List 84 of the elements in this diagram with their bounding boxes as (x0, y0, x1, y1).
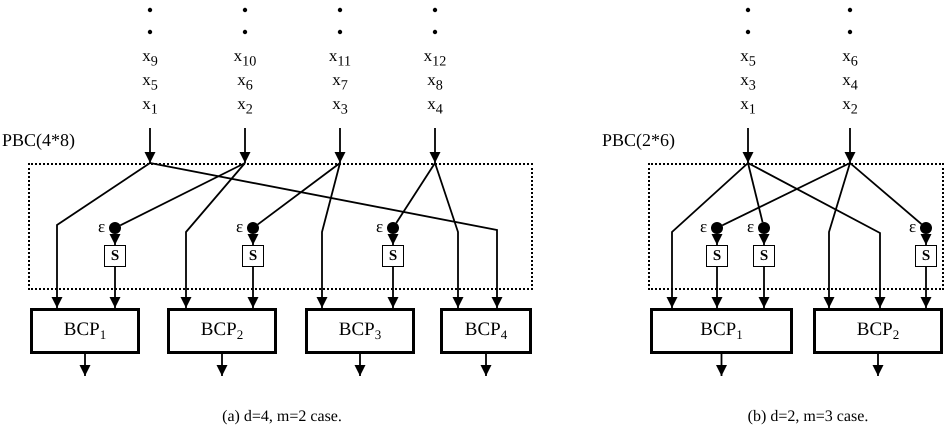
arrow (144, 128, 156, 163)
arrow (316, 162, 341, 308)
connector-line (396, 162, 436, 224)
signal-label: x$_{2}$ (236, 94, 254, 120)
arrow (872, 354, 884, 376)
processing-block: BCP$_{4}$ (440, 308, 532, 354)
s-block: S (104, 245, 126, 267)
arrow (52, 162, 150, 308)
signal-label: x$_{2}$ (841, 94, 859, 120)
arrow (110, 234, 120, 245)
connector-line (722, 162, 850, 226)
s-block: S (915, 245, 937, 267)
signal-label: x$_{1}$ (739, 94, 757, 120)
arrow (216, 354, 228, 376)
connector-line (257, 162, 341, 226)
signal-label: x$_{9}$ (141, 46, 159, 72)
processing-block: BCP$_{3}$ (305, 308, 415, 354)
arrow (80, 354, 90, 376)
arrow (248, 234, 258, 245)
junction-dot (247, 222, 259, 234)
epsilon-label: ε (98, 219, 106, 235)
signal-label: x$_{4}$ (841, 70, 859, 96)
epsilon-label: ε (376, 219, 384, 235)
signal-label: x$_{10}$ (232, 46, 258, 72)
arrow (248, 267, 258, 308)
s-block: S (753, 245, 775, 267)
signal-label: x$_{3}$ (739, 70, 757, 96)
arrow (920, 267, 932, 308)
s-block: S (242, 245, 264, 267)
arrow (240, 128, 250, 163)
block-heading: PBC(2*6) (602, 129, 676, 151)
arrow (920, 234, 932, 245)
signal-label: x$_{8}$ (426, 70, 444, 96)
signal-label: x$_{7}$ (331, 70, 349, 96)
arrow (334, 128, 346, 163)
arrow (748, 162, 886, 308)
junction-dot (920, 222, 932, 234)
junction-dot (387, 222, 399, 234)
junction-dot (109, 222, 121, 234)
arrow (666, 162, 749, 308)
arrow (824, 162, 851, 308)
arrow (742, 128, 754, 163)
arrow (758, 267, 770, 308)
arrow (180, 162, 246, 308)
signal-label: x$_{4}$ (426, 94, 444, 120)
processing-block: BCP$_{1}$ (650, 308, 793, 354)
epsilon-label: ε (747, 219, 754, 235)
signal-label: x$_{11}$ (328, 46, 352, 72)
caption: (a) d=4, m=2 case. (222, 408, 342, 426)
connector-line (120, 162, 246, 226)
arrow (430, 128, 440, 163)
arrow (480, 354, 492, 376)
arrow (758, 234, 770, 245)
arrow (354, 354, 366, 376)
arrow (388, 267, 398, 308)
arrow (388, 234, 398, 245)
junction-dot (758, 222, 770, 234)
arrow (150, 162, 502, 308)
signal-label: x$_{6}$ (236, 70, 254, 96)
arrow (434, 162, 464, 308)
processing-block: BCP$_{1}$ (30, 308, 140, 354)
epsilon-label: ε (909, 219, 916, 235)
connector-line (747, 162, 764, 222)
signal-label: x$_{5}$ (141, 70, 159, 96)
block-heading: PBC(4*8) (2, 129, 76, 151)
processing-block: BCP$_{2}$ (167, 308, 277, 354)
connector-line (849, 162, 922, 225)
arrow (110, 267, 120, 308)
processing-block: BCP$_{2}$ (813, 308, 943, 354)
epsilon-label: ε (236, 219, 244, 235)
signal-label: x$_{12}$ (422, 46, 448, 72)
signal-label: x$_{6}$ (841, 46, 859, 72)
junction-dot (711, 222, 723, 234)
signal-label: x$_{3}$ (331, 94, 349, 120)
caption: (b) d=2, m=3 case. (748, 408, 868, 426)
arrow (712, 267, 722, 308)
signal-label: x$_{1}$ (141, 94, 159, 120)
arrow (844, 128, 856, 163)
arrow (712, 234, 722, 245)
s-block: S (706, 245, 728, 267)
epsilon-label: ε (700, 219, 708, 235)
arrow (716, 354, 727, 376)
s-block: S (382, 245, 404, 267)
signal-label: x$_{5}$ (739, 46, 757, 72)
